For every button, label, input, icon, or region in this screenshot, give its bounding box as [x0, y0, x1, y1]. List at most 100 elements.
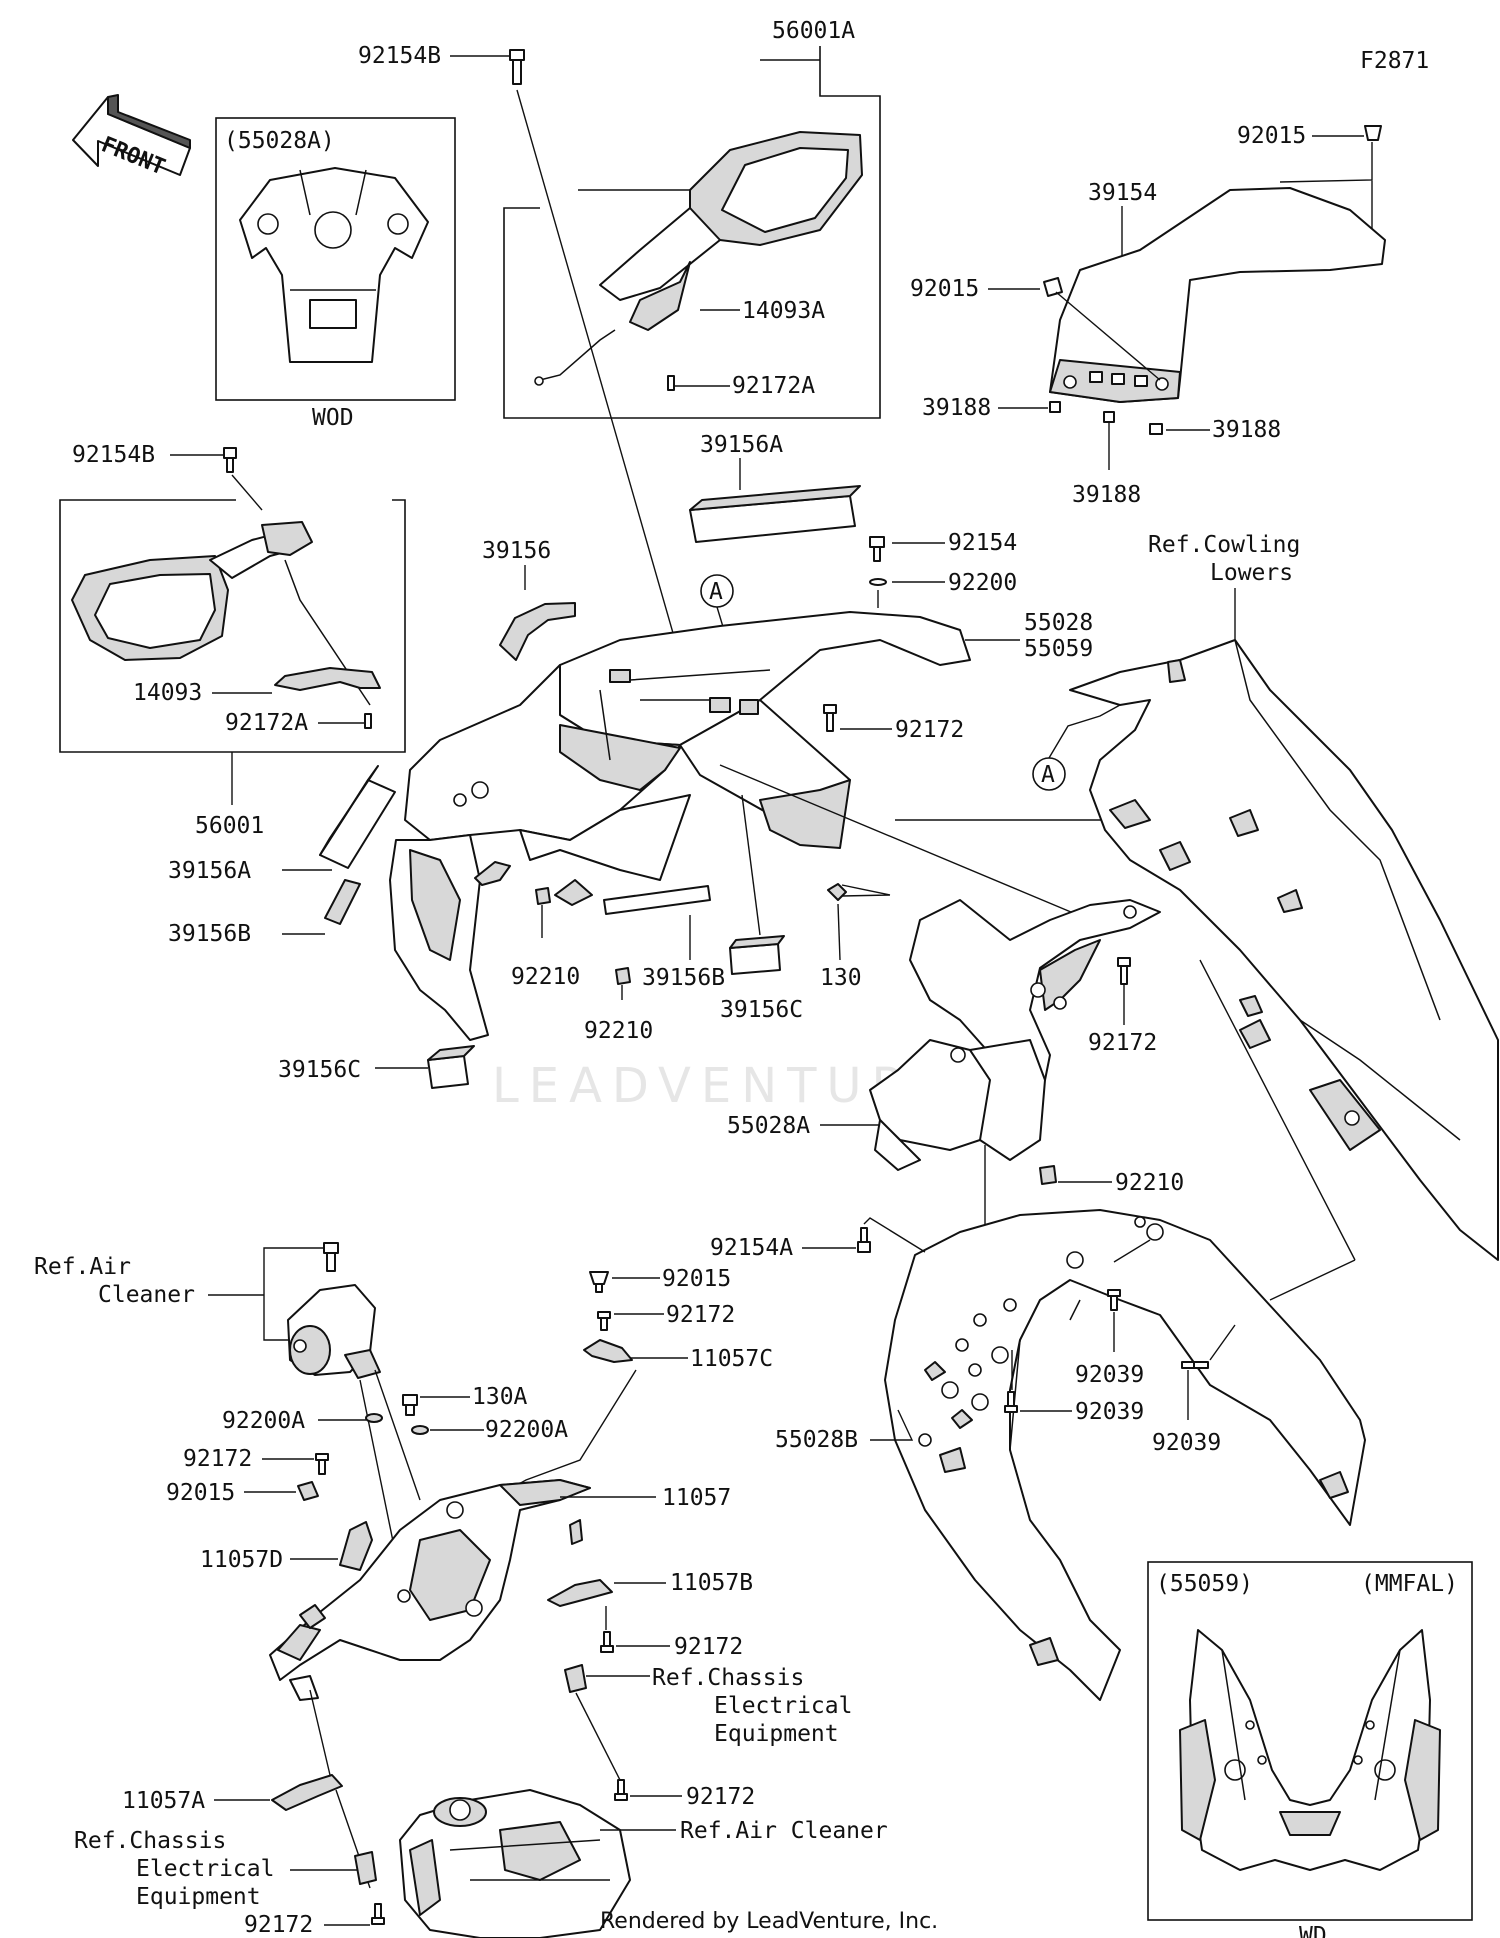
inset-wd-variant: (MMFAL) [1361, 1571, 1458, 1597]
label-55028A: 55028A [727, 1113, 810, 1139]
bracket-11057A-icon [271, 1774, 343, 1811]
mirror-bracket-14093 [274, 667, 381, 691]
label-92172-c: 92172 [666, 1302, 735, 1328]
label-92210-c: 92210 [1115, 1170, 1184, 1196]
foam-39156B-left-icon [324, 879, 361, 925]
screw-92172-b-icon [1117, 957, 1131, 985]
grommet-39188-b-icon [1103, 411, 1115, 423]
ref-chassis-left-line2: Electrical [136, 1856, 274, 1882]
foam-39156B-mid-icon [603, 885, 711, 915]
chassis-connector-left-icon [354, 1851, 377, 1885]
mirror-left-icon [71, 521, 313, 661]
credit-text: Rendered by LeadVenture, Inc. [600, 1909, 938, 1934]
label-39156A-left: 39156A [168, 858, 251, 884]
screw-92015-d-icon [297, 1481, 319, 1501]
screw-92172-a-icon [823, 704, 837, 732]
bolt-92154B-left-icon [223, 447, 237, 459]
nut-92210-b-icon [615, 967, 631, 985]
inset-wd: (55059) (MMFAL) WD [1147, 1561, 1473, 1938]
label-92154: 92154 [948, 530, 1017, 556]
mirror-right-icon [599, 131, 863, 301]
mirror-bracket-14093A [629, 261, 691, 331]
ref-air-line1: Ref.Air [34, 1254, 131, 1280]
washer-92200A-b-icon [411, 1425, 429, 1435]
ref-air-cleaner-bottom: Ref.Air Cleaner [680, 1818, 888, 1844]
label-39156C-left: 39156C [278, 1057, 361, 1083]
air-cleaner-housing-bottom-icon [399, 1789, 631, 1938]
label-39188-c: 39188 [1212, 417, 1281, 443]
chassis-connector-right-icon [564, 1664, 587, 1693]
screw-92015-c-icon [589, 1271, 609, 1293]
label-39156A-top: 39156A [700, 432, 783, 458]
screw-92172-e-icon [600, 1631, 614, 1653]
inner-panel-55028B [884, 1209, 1366, 1701]
label-92210-b: 92210 [584, 1018, 653, 1044]
grommet-39188-c-icon [1149, 423, 1163, 435]
inset-wod-frame [215, 117, 456, 401]
inset-wd-upper-cowl-icon [1179, 1629, 1441, 1871]
foam-39156-icon [499, 602, 576, 661]
screw-92039-c-icon [1181, 1361, 1209, 1369]
washer-92200A-a-icon [365, 1413, 383, 1423]
front-arrow-icon: FRONT [72, 94, 191, 180]
inset-wd-code: (55059) [1156, 1571, 1253, 1597]
nut-92210-a-icon [535, 887, 551, 905]
label-39188-a: 39188 [922, 395, 991, 421]
watermark: LEADVENTURE [492, 1058, 955, 1114]
bracket-11057C-icon [583, 1339, 633, 1363]
meter-cover-55028A [869, 899, 1161, 1171]
windshield-holes [1063, 371, 1169, 391]
label-92172-g: 92172 [244, 1912, 313, 1938]
label-92200A-b: 92200A [485, 1417, 568, 1443]
screw-92172-g-icon [371, 1903, 385, 1925]
label-56001: 56001 [195, 813, 264, 839]
bolt-92154A-icon [857, 1227, 871, 1253]
callout-a-upper-letter: A [709, 579, 723, 605]
ref-chassis-right-line2: Electrical [714, 1693, 852, 1719]
label-39156C-mid: 39156C [720, 997, 803, 1023]
label-92039-b: 92039 [1075, 1399, 1144, 1425]
air-cleaner-housing-top-icon [287, 1284, 381, 1379]
label-92172A-top: 92172A [732, 373, 815, 399]
foam-39156A-top-icon [689, 485, 861, 543]
label-11057B: 11057B [670, 1570, 753, 1596]
ref-chassis-left-line1: Ref.Chassis [74, 1828, 226, 1854]
ref-chassis-right-line3: Equipment [714, 1721, 839, 1747]
label-130A: 130A [472, 1384, 528, 1410]
callout-a-right-letter: A [1041, 762, 1055, 788]
stay-11057 [269, 1479, 591, 1701]
label-11057A: 11057A [122, 1788, 205, 1814]
ref-chassis-left-line3: Equipment [136, 1884, 261, 1910]
label-92154B-left: 92154B [72, 442, 155, 468]
figure-code: F2871 [1360, 48, 1429, 74]
ref-cowling-line2: Lowers [1210, 560, 1293, 586]
screw-92172-d-icon [315, 1453, 329, 1475]
mirror-assembly-56001A: 56001A 14093A 92172A [503, 18, 881, 419]
label-92172-f: 92172 [686, 1784, 755, 1810]
label-11057D: 11057D [200, 1547, 283, 1573]
label-39154: 39154 [1088, 180, 1157, 206]
screw-92039-b-icon [1004, 1391, 1018, 1413]
ref-chassis-right-line1: Ref.Chassis [652, 1665, 804, 1691]
inset-wod-caption: WOD [312, 405, 354, 431]
label-92015-a: 92015 [1237, 123, 1306, 149]
label-92172-b: 92172 [1088, 1030, 1157, 1056]
label-92039-a: 92039 [1075, 1362, 1144, 1388]
label-39156: 39156 [482, 538, 551, 564]
label-92039-c: 92039 [1152, 1430, 1221, 1456]
label-92015-b: 92015 [910, 276, 979, 302]
screw-92015-b-icon [1043, 277, 1063, 297]
label-92200A-a: 92200A [222, 1408, 305, 1434]
screw-92172-f-icon [614, 1779, 628, 1801]
label-55059: 55059 [1024, 636, 1093, 662]
inset-wd-caption: WD [1299, 1923, 1327, 1938]
inset-wd-frame [1147, 1561, 1473, 1921]
screw-92039-a-icon [1107, 1289, 1121, 1311]
label-92172-a: 92172 [895, 717, 964, 743]
inset-wod-code: (55028A) [224, 128, 335, 154]
bolt-air-cleaner-icon [323, 1242, 339, 1272]
label-92172-d: 92172 [183, 1446, 252, 1472]
label-92210-a: 92210 [511, 964, 580, 990]
